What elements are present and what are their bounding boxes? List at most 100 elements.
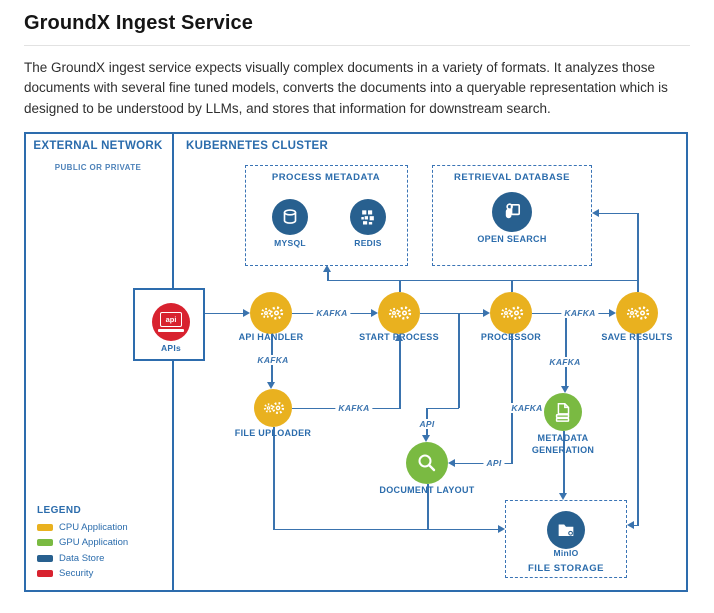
metadata-generation-label: METADATA GENERATION — [532, 432, 594, 456]
legend-item-gpu: GPU Application — [37, 537, 128, 548]
edge-fileuploader-down — [273, 426, 275, 529]
arrowhead — [561, 385, 569, 393]
external-network-subtitle: PUBLIC OR PRIVATE — [54, 162, 142, 172]
arrowhead — [422, 434, 430, 442]
legend-title: LEGEND — [37, 504, 82, 516]
page-title: GroundX Ingest Service — [24, 12, 253, 34]
arrowhead — [267, 381, 275, 389]
save-results-node — [616, 291, 658, 334]
processor-label: PROCESSOR — [480, 331, 542, 342]
gears-icon — [500, 306, 523, 320]
legend-label: Security — [59, 568, 94, 580]
legend: LEGEND CPU Application GPU Application D… — [37, 505, 128, 584]
arrowhead — [395, 333, 403, 341]
group-retrieval-database — [432, 164, 592, 266]
edge-bus-up — [327, 271, 329, 280]
database-icon — [283, 208, 297, 224]
edge-saveresults-down — [637, 333, 639, 526]
arrowhead — [371, 308, 378, 317]
document-metadata-icon — [555, 402, 570, 422]
open-search-node — [492, 191, 532, 232]
edge-bottom-to-storage — [273, 528, 498, 531]
minio-node — [547, 510, 585, 549]
edge-label-api: API — [416, 418, 438, 429]
edge-hang-documentlayout — [458, 312, 460, 408]
edge-bus-metadata — [327, 279, 639, 282]
edge-label-kafka: KAFKA — [254, 354, 292, 365]
edge-saveresults-left — [634, 524, 638, 527]
document-layout-node — [406, 441, 448, 484]
edge-hang-documentlayout-h — [426, 407, 459, 410]
edge-label-kafka: KAFKA — [508, 402, 546, 413]
metadata-generation-label-line2: GENERATION — [531, 444, 595, 455]
edge-startprocess-to-processor — [420, 312, 484, 315]
edge-metadatagen-to-storage — [563, 430, 565, 493]
arrowhead — [627, 520, 634, 529]
page-header: GroundX Ingest Service — [24, 12, 690, 46]
page-description: The GroundX ingest service expects visua… — [24, 60, 668, 116]
start-process-node — [378, 291, 420, 334]
metadata-generation-node — [544, 392, 582, 431]
arrowhead — [609, 308, 616, 317]
arrowhead — [559, 492, 567, 500]
legend-label: Data Store — [59, 552, 105, 564]
file-uploader-node — [254, 388, 292, 427]
edge-processor-up — [511, 279, 513, 292]
apis-box: api APIs — [133, 287, 205, 361]
security-swatch — [37, 570, 53, 578]
data-store-swatch — [37, 554, 53, 562]
legend-item-cpu: CPU Application — [37, 522, 128, 533]
gears-icon — [388, 306, 411, 320]
legend-label: GPU Application — [59, 537, 129, 549]
arrowhead — [323, 264, 331, 272]
edge-label-kafka: KAFKA — [561, 307, 599, 318]
kubernetes-cluster-title: KUBERNETES CLUSTER — [186, 139, 329, 152]
open-search-icon — [505, 203, 520, 219]
architecture-diagram: EXTERNAL NETWORK PUBLIC OR PRIVATE KUBER… — [24, 131, 688, 592]
mysql-label: MYSQL — [274, 237, 306, 248]
edge-label-kafka: KAFKA — [335, 402, 373, 413]
edge-processor-down — [511, 333, 513, 464]
apis-node: api — [152, 302, 190, 341]
gears-icon — [263, 401, 284, 414]
group-file-storage-title: FILE STORAGE — [527, 562, 605, 574]
mysql-node — [272, 198, 308, 235]
arrowhead — [448, 458, 455, 467]
folder-icon — [558, 524, 574, 536]
arrowhead — [483, 308, 490, 317]
processor-node — [490, 291, 532, 334]
gears-icon — [260, 306, 283, 320]
edge-startprocess-up — [399, 279, 401, 292]
magnifier-icon — [418, 454, 436, 471]
legend-item-security: Security — [37, 568, 128, 579]
apis-label: APIs — [160, 342, 182, 353]
arrowhead — [243, 308, 250, 317]
open-search-label: OPEN SEARCH — [477, 233, 547, 244]
cpu-swatch — [37, 523, 53, 531]
edge-to-opensearch — [599, 212, 639, 215]
zone-external-network — [24, 131, 172, 592]
edge-documentlayout-down — [427, 483, 429, 529]
api-handler-label: API HANDLER — [238, 331, 304, 342]
gpu-swatch — [37, 539, 53, 547]
edge-hang-metadatagen — [565, 312, 567, 386]
start-process-label: START PROCESS — [359, 331, 439, 342]
minio-label: MinIO — [553, 547, 579, 558]
arrowhead — [498, 524, 505, 533]
file-uploader-label: FILE UPLOADER — [234, 427, 312, 438]
document-layout-label: DOCUMENT LAYOUT — [379, 484, 475, 495]
legend-label: CPU Application — [59, 521, 128, 533]
redis-label: REDIS — [354, 237, 382, 248]
edge-up-to-startprocess — [399, 340, 401, 409]
legend-item-datastore: Data Store — [37, 553, 128, 564]
blocks-grid-icon — [361, 210, 374, 225]
metadata-generation-label-line1: METADATA — [537, 432, 589, 443]
edge-label-api: API — [483, 457, 505, 468]
gears-icon — [626, 306, 649, 320]
external-network-title: EXTERNAL NETWORK — [33, 139, 163, 152]
arrowhead — [592, 208, 599, 217]
group-retrieval-database-title: RETRIEVAL DATABASE — [454, 171, 570, 183]
edge-label-kafka: KAFKA — [313, 307, 351, 318]
edge-saveresults-up — [637, 212, 639, 292]
api-handler-node — [250, 291, 292, 334]
